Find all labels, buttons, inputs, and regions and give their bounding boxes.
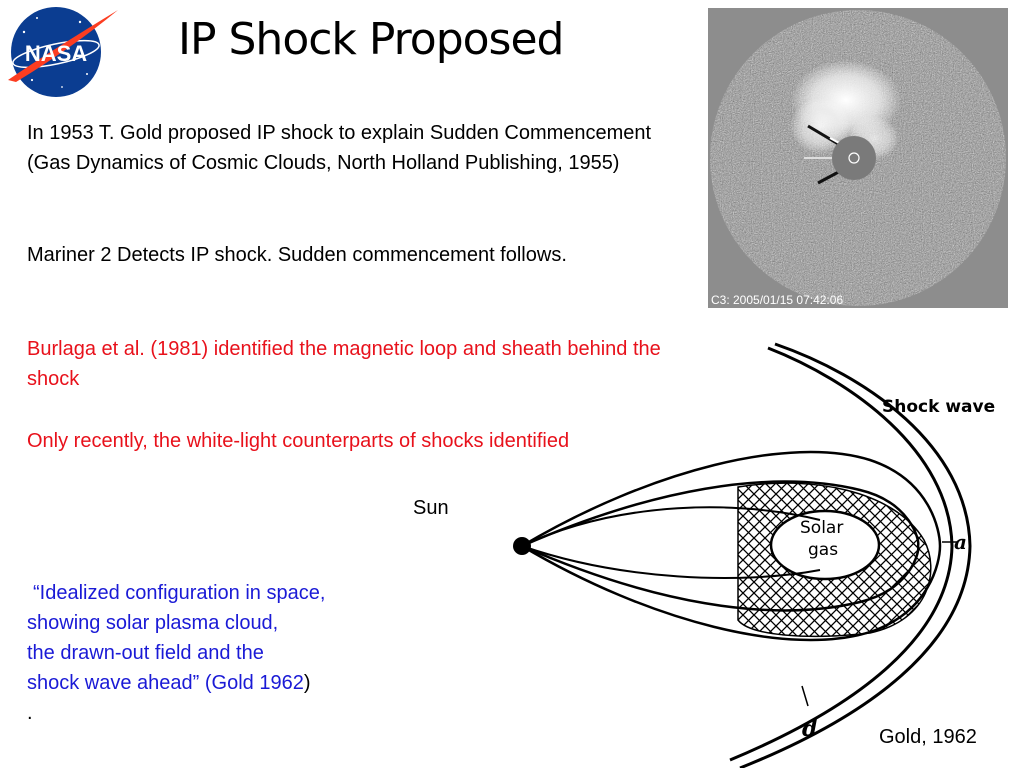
slide-title: IP Shock Proposed	[178, 14, 564, 65]
svg-text:NASA: NASA	[25, 41, 87, 66]
distance-a-label: a	[954, 530, 967, 554]
quote-line-3: the drawn-out field and the	[27, 642, 264, 664]
quote-close-paren: )	[303, 672, 311, 694]
sun-label: Sun	[413, 497, 449, 519]
field-loop-inner	[521, 480, 920, 612]
quote-dot: .	[27, 702, 33, 724]
solar-label: Solar	[800, 518, 843, 538]
paragraph-burlaga: Burlaga et al. (1981) identified the mag…	[27, 338, 661, 390]
solar-gas-label-bg	[769, 509, 881, 581]
image-timestamp: C3: 2005/01/15 07:42:06	[711, 293, 844, 307]
gas-label: gas	[808, 540, 838, 560]
distance-d-label: d	[802, 716, 817, 742]
sun-dot	[513, 537, 531, 555]
field-line-lower	[521, 545, 821, 579]
paragraph-mariner: Mariner 2 Detects IP shock. Sudden comme…	[27, 244, 567, 266]
shock-front-inner	[729, 346, 954, 762]
quote-line-1: “Idealized configuration in space,	[33, 582, 326, 604]
coronagraph-image	[708, 8, 1008, 308]
shock-wave-label: Shock wave	[882, 397, 995, 417]
nasa-logo: NASA	[8, 7, 118, 97]
diagram-credit: Gold, 1962	[879, 726, 977, 748]
quote-line-4: shock wave ahead” (Gold 1962	[27, 672, 304, 694]
coronagraph-svg	[708, 8, 1008, 308]
field-loop-outer	[521, 450, 942, 642]
paragraph-gold-proposal: In 1953 T. Gold proposed IP shock to exp…	[27, 122, 652, 174]
shock-front-outer	[739, 342, 972, 768]
quote-line-2: showing solar plasma cloud,	[27, 612, 279, 634]
paragraph-white-light: Only recently, the white-light counterpa…	[27, 430, 570, 452]
field-line-upper	[521, 506, 821, 547]
quote-block: “Idealized configuration in space, showi…	[27, 578, 325, 728]
shock-diagram: Shock wave Solar gas a d	[513, 342, 995, 768]
